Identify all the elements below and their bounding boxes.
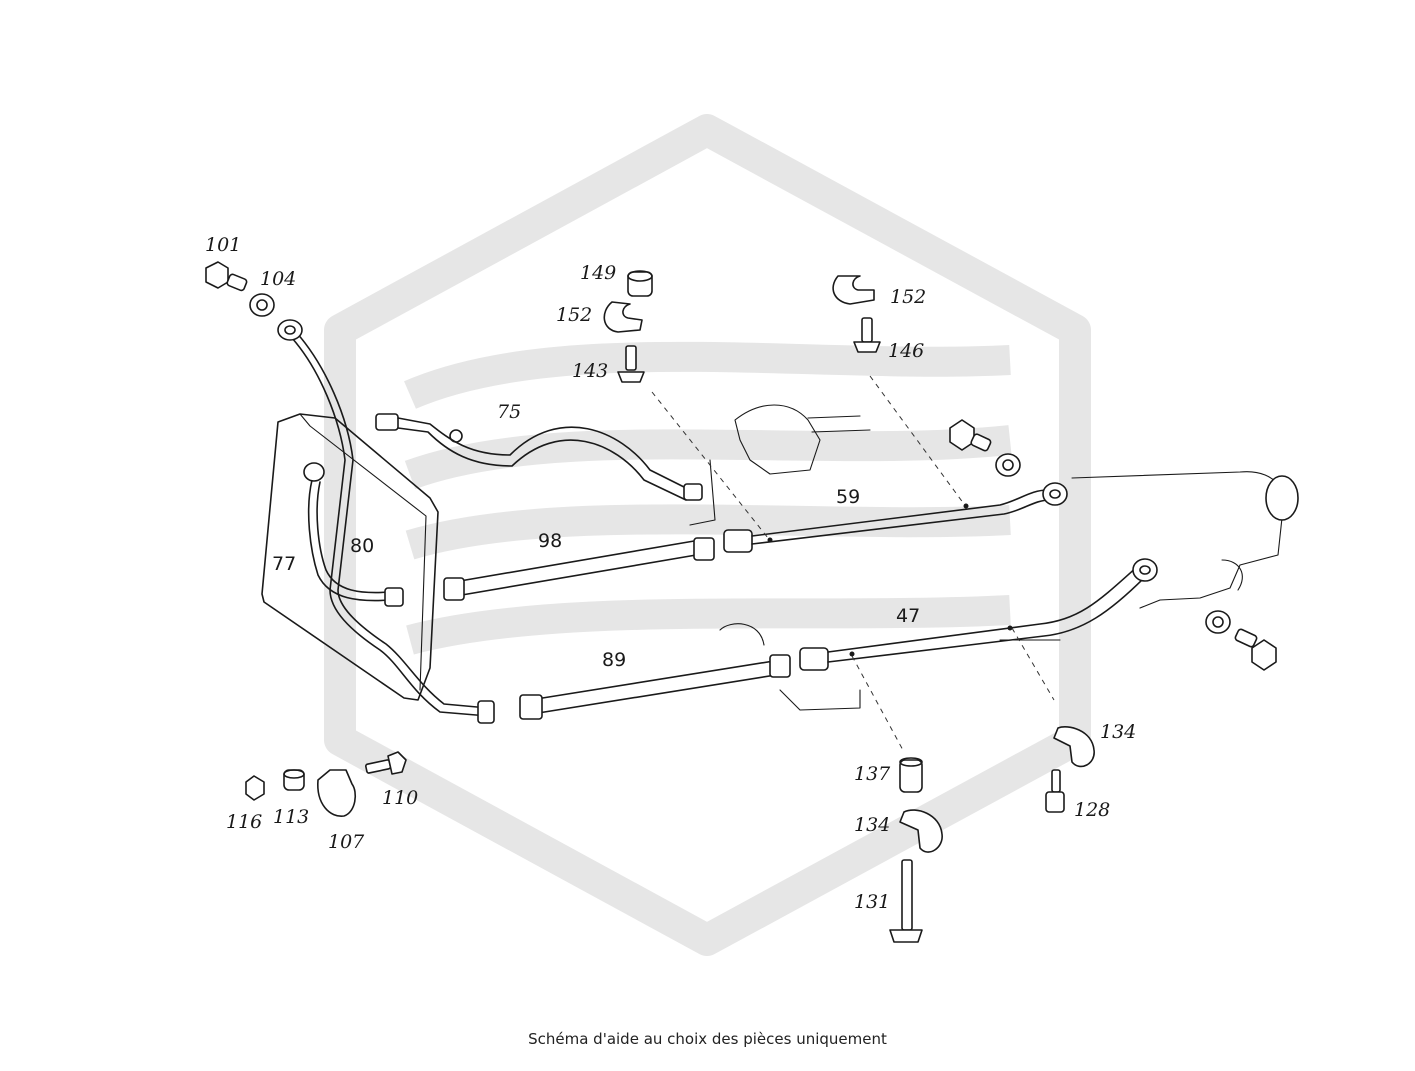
label-143: 143 bbox=[572, 360, 608, 382]
engine-sketch bbox=[689, 404, 1061, 711]
label-77: 77 bbox=[272, 553, 296, 575]
label-134-lower: 134 bbox=[854, 814, 890, 836]
label-137: 137 bbox=[854, 763, 891, 785]
transmission-housing bbox=[1071, 471, 1299, 609]
label-113: 113 bbox=[273, 806, 309, 828]
leader-lines bbox=[651, 375, 1055, 753]
spacer-113 bbox=[283, 769, 305, 791]
label-116: 116 bbox=[226, 811, 262, 833]
screw-110 bbox=[365, 751, 407, 775]
clamp-134-upper bbox=[1053, 726, 1095, 768]
bolt-lower-right bbox=[1205, 610, 1277, 671]
oil-line-98 bbox=[443, 537, 715, 601]
label-152-right: 152 bbox=[890, 286, 926, 308]
bushing-149 bbox=[627, 270, 653, 297]
clamp-152-left bbox=[603, 301, 643, 333]
label-134-upper: 134 bbox=[1100, 721, 1136, 743]
label-89: 89 bbox=[602, 649, 626, 671]
oil-line-89 bbox=[519, 654, 791, 720]
label-59: 59 bbox=[836, 486, 860, 508]
screw-128 bbox=[1045, 769, 1065, 813]
watermark-logo bbox=[324, 114, 1091, 956]
label-107: 107 bbox=[328, 831, 365, 853]
label-149: 149 bbox=[580, 262, 616, 284]
label-152-left: 152 bbox=[556, 304, 592, 326]
bushing-137 bbox=[899, 757, 923, 793]
label-75: 75 bbox=[497, 401, 521, 423]
label-104: 104 bbox=[260, 268, 296, 290]
oil-line-77 bbox=[303, 462, 404, 607]
bolt-upper-right bbox=[949, 419, 1021, 477]
nut-116 bbox=[245, 775, 265, 801]
oil-cooler bbox=[261, 413, 439, 701]
label-98: 98 bbox=[538, 530, 562, 552]
clamp-152-right bbox=[832, 275, 875, 305]
oil-line-59 bbox=[723, 482, 1068, 553]
label-47: 47 bbox=[896, 605, 920, 627]
label-101: 101 bbox=[205, 234, 241, 256]
oil-line-47 bbox=[799, 558, 1158, 671]
washer-104 bbox=[249, 293, 275, 317]
label-131: 131 bbox=[854, 891, 890, 913]
label-110: 110 bbox=[382, 787, 418, 809]
clamp-134-lower bbox=[899, 809, 943, 853]
screw-143 bbox=[617, 345, 645, 383]
clamp-107 bbox=[317, 769, 357, 817]
bolt-101 bbox=[205, 261, 248, 292]
bolt-131 bbox=[889, 859, 923, 943]
oil-hose-75 bbox=[375, 413, 703, 501]
label-128: 128 bbox=[1074, 799, 1110, 821]
oil-line-80 bbox=[277, 319, 495, 724]
screw-146 bbox=[853, 317, 881, 353]
diagram-caption: Schéma d'aide au choix des pièces unique… bbox=[528, 1030, 887, 1048]
label-146: 146 bbox=[888, 340, 924, 362]
label-80: 80 bbox=[350, 535, 374, 557]
